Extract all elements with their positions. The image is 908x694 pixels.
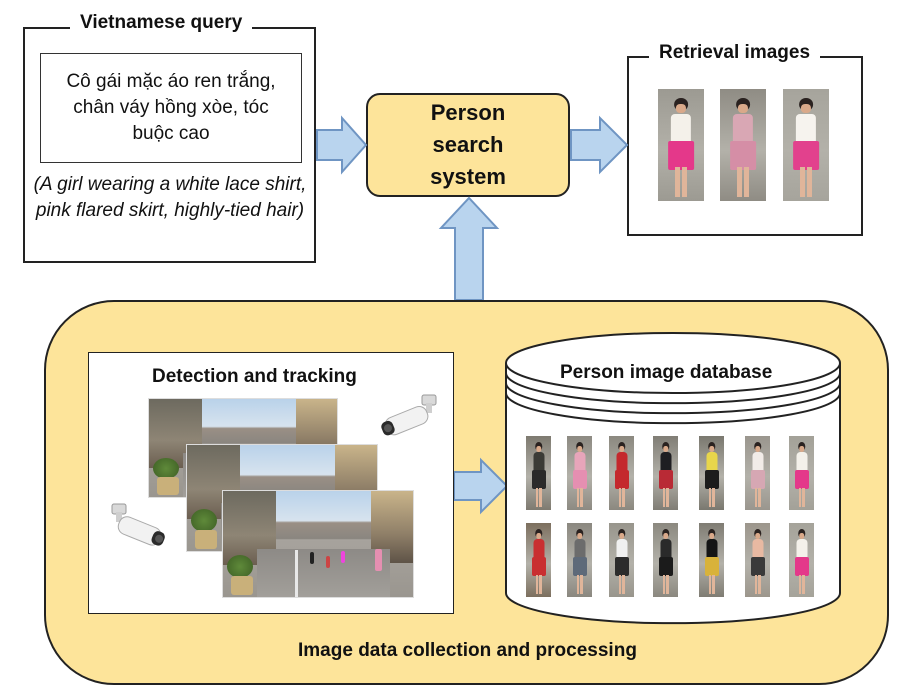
arrow-right-icon	[570, 115, 629, 175]
database-person-image	[526, 436, 551, 510]
database-person-image	[567, 523, 592, 597]
database-person-image	[699, 523, 724, 597]
database-person-image	[653, 523, 678, 597]
vietnamese-query-text: Cô gái mặc áo ren trắng, chân váy hồng x…	[40, 53, 302, 163]
database-person-image	[653, 436, 678, 510]
database-person-image	[789, 523, 814, 597]
database-person-image	[609, 523, 634, 597]
security-camera-icon	[381, 394, 437, 436]
retrieval-person-image	[720, 89, 766, 201]
query-panel-title: Vietnamese query	[70, 12, 253, 34]
arrow-right-icon	[316, 115, 368, 175]
database-person-image	[609, 436, 634, 510]
database-person-image	[526, 523, 551, 597]
cctv-frame-3	[222, 490, 414, 598]
database-person-image	[699, 436, 724, 510]
detection-tracking-title: Detection and tracking	[152, 366, 357, 387]
retrieval-panel-title: Retrieval images	[649, 42, 821, 64]
retrieval-person-image	[658, 89, 704, 201]
english-translation-text: (A girl wearing a white lace shirt, pink…	[33, 174, 307, 221]
database-person-image	[567, 436, 592, 510]
security-camera-icon	[111, 503, 165, 546]
database-title: Person image database	[560, 362, 773, 383]
retrieval-person-image	[783, 89, 829, 201]
arrow-up-icon	[438, 196, 500, 301]
collection-panel-label: Image data collection and processing	[298, 640, 637, 661]
arrow-right-icon	[453, 457, 509, 515]
database-person-image	[745, 436, 770, 510]
database-person-image	[745, 523, 770, 597]
database-person-image	[789, 436, 814, 510]
